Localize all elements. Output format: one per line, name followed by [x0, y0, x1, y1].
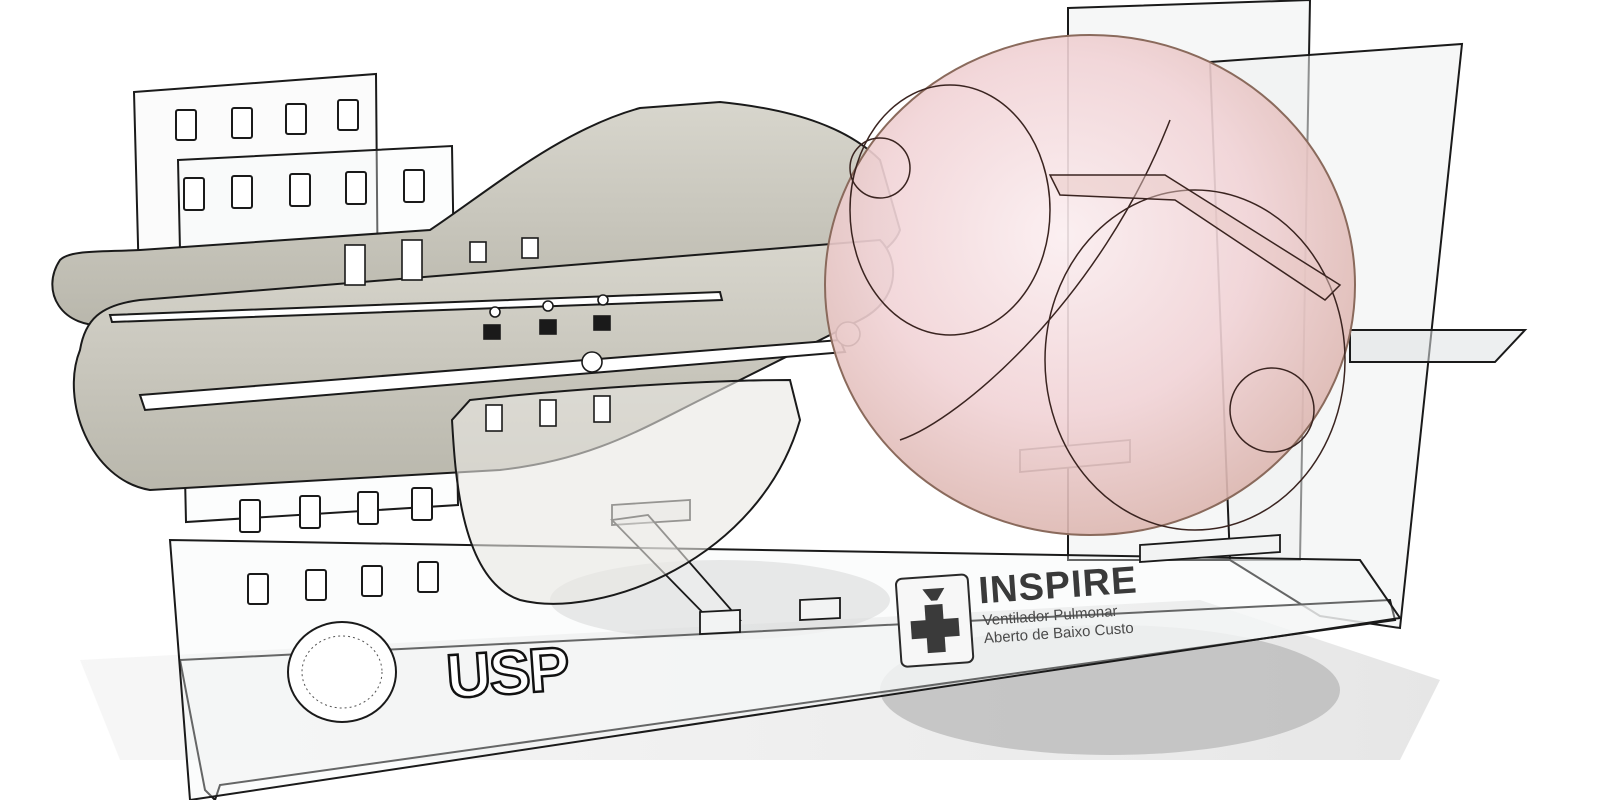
lever-arm: [51, 100, 902, 605]
medical-cross-icon: [910, 587, 960, 654]
ambu-bag: [824, 34, 1356, 536]
base-plate: [168, 538, 1402, 800]
arm-details: [344, 237, 861, 432]
usp-seal-icon: [287, 621, 397, 723]
inspire-logo: INSPIRE Ventilador Pulmonar Aberto de Ba…: [895, 559, 1139, 668]
usp-logo-text: USP: [444, 635, 571, 712]
mount-slots: [175, 99, 439, 605]
